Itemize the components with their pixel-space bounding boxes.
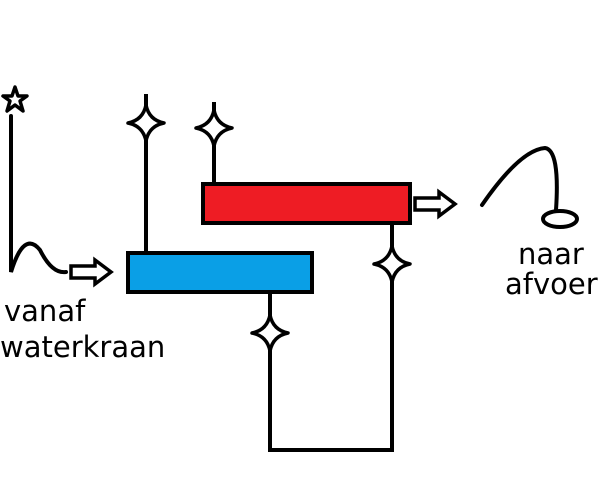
drain-ellipse-icon	[541, 209, 579, 229]
outlet-label-line1: naar	[518, 237, 584, 271]
inlet-label-line2: waterkraan	[0, 330, 166, 364]
cold-vent-sparkle-icon	[126, 103, 166, 143]
inlet-label-line1: vanaf	[4, 294, 86, 328]
hot-vent-sparkle-icon	[194, 108, 234, 148]
inlet-pipe	[9, 114, 68, 275]
hot-tank	[201, 182, 412, 225]
cold-tank	[126, 251, 314, 294]
star-icon	[1, 85, 29, 113]
outlet-arrow-right-icon	[413, 190, 457, 218]
connecting-loop-pipe	[268, 223, 394, 452]
loop-right-sparkle-icon	[372, 244, 412, 284]
loop-left-sparkle-icon	[250, 313, 290, 353]
inlet-arrow-right-icon	[69, 258, 113, 286]
drain-hose	[480, 145, 559, 212]
outlet-label-line2: afvoer	[505, 267, 598, 301]
